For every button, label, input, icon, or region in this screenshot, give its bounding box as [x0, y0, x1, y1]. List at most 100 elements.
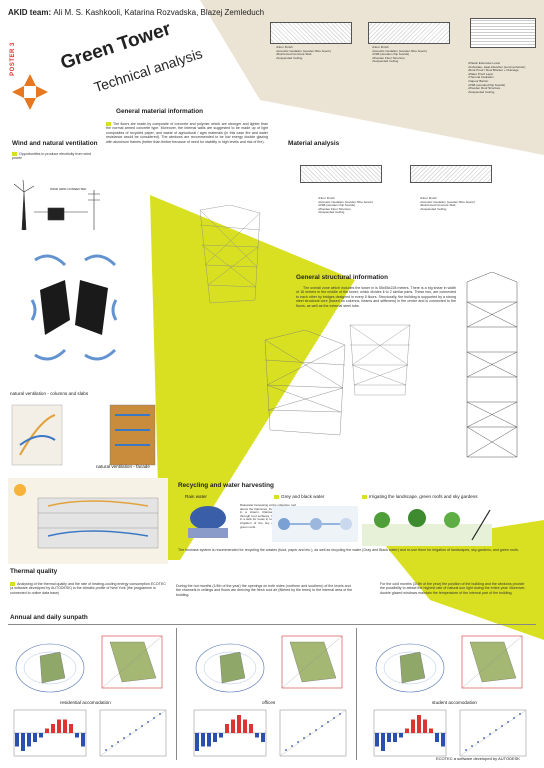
scatter-point-3-7: [501, 725, 503, 727]
detail-1-text: •Floor Finish•Acoustic insulation (woode…: [276, 45, 332, 60]
scatter-point-3-1: [465, 749, 467, 751]
plan-building-2: [289, 641, 337, 683]
team-label: AKID team:: [8, 8, 52, 17]
scatter-point-2-2: [291, 745, 293, 747]
wind-bullet: Opportunities to produce electricity fro…: [12, 152, 91, 161]
detail-2-text: •Floor Finish•Acoustic insulation (woode…: [372, 45, 428, 64]
thermal-hot-text: During the hot months (1/4th of the year…: [176, 584, 353, 597]
scatter-diagonal-1: [99, 709, 167, 757]
bar-2-12: [261, 733, 265, 742]
bar-1-9: [63, 719, 67, 733]
thermal-bullet: Analysing of the thermal quality and the…: [10, 582, 166, 595]
bar-3-2: [381, 733, 385, 751]
scatter-point-1-4: [123, 737, 125, 739]
rain-water-label: Rain water: [178, 494, 207, 499]
ventilation-columns-diagram: [11, 404, 156, 466]
yellow-wedge-lower: [385, 520, 544, 640]
scatter-diagonal-2: [279, 709, 347, 757]
bullet-icon: [362, 494, 367, 499]
bullet-icon: [178, 494, 183, 499]
scatter-point-3-10: [519, 713, 521, 715]
bar-2-9: [243, 719, 247, 733]
wind-diagram-label: WIND GRID-CONNECTED: [50, 187, 87, 191]
scatter-diagonal-3: [459, 709, 527, 757]
bar-3-1: [375, 733, 379, 747]
recycling-text: The biomass system is recommended for re…: [178, 548, 519, 552]
yellow-wedge: [150, 195, 355, 560]
irrigating-label: Irrigating the landscape, green roofs an…: [362, 494, 478, 499]
sunpath-dome-1: [15, 643, 85, 693]
ventilation-facade-label: natural ventilation - facade: [96, 464, 150, 469]
structure-title: General structural information: [296, 274, 388, 281]
sunpath-inner-1: [23, 651, 77, 685]
scatter-point-2-5: [309, 733, 311, 735]
bar-1-3: [27, 733, 31, 747]
bar-3-5: [399, 733, 403, 738]
bar-3-6: [405, 728, 409, 733]
general-material-title: General material information: [116, 108, 204, 115]
detail-drawing-1: [270, 22, 352, 44]
bullet-icon: [106, 122, 111, 127]
bar-3-3: [387, 733, 391, 742]
wind-grid-diagram: WIND GRID-CONNECTED: [13, 179, 100, 231]
bar-3-7: [411, 719, 415, 733]
scatter-point-1-9: [153, 717, 155, 719]
sunpath-divider: [8, 624, 536, 625]
sunpath-title: Annual and daily sunpath: [10, 614, 88, 621]
scatter-point-1-2: [111, 745, 113, 747]
bar-1-8: [57, 719, 61, 733]
bar-2-2: [201, 733, 205, 747]
scatter-point-1-7: [141, 725, 143, 727]
bar-2-7: [231, 719, 235, 733]
bar-3-12: [441, 733, 445, 747]
scatter-point-2-7: [321, 725, 323, 727]
detail-5-text: •Floor Finish•Acoustic insulation (woode…: [420, 196, 476, 211]
tower-half-left: [40, 280, 70, 335]
sunpath-inner-2: [203, 651, 257, 685]
ventilation-facade-diagram: [8, 478, 168, 564]
bullet-icon: [10, 582, 15, 587]
bar-2-4: [213, 733, 217, 742]
scatter-point-1-3: [117, 741, 119, 743]
scatter-point-3-8: [507, 721, 509, 723]
scatter-point-1-10: [159, 713, 161, 715]
sunpath-building-1: [39, 651, 66, 684]
bullet-icon: [274, 494, 279, 499]
bullet-icon: [296, 286, 301, 291]
rain-water-diagram: [188, 506, 228, 538]
sunpath-separator-1: [176, 628, 177, 760]
bar-2-11: [255, 733, 259, 738]
scatter-point-1-1: [105, 749, 107, 751]
bar-1-6: [45, 728, 49, 733]
detail-drawing-5: [410, 165, 492, 183]
bar-2-8: [237, 715, 241, 733]
bar-2-10: [249, 724, 253, 733]
bar-2-6: [225, 724, 229, 733]
scatter-point-2-8: [327, 721, 329, 723]
bar-3-8: [417, 715, 421, 733]
detail-3-text: •Plastic Extensive Local•Substrate- Heat…: [468, 61, 526, 94]
tower-elevation: [466, 272, 518, 458]
tower-sketch-small: [199, 205, 261, 304]
wind-title: Wind and natural ventilation: [12, 140, 98, 147]
plan-building-1: [109, 641, 157, 683]
sunpath-label-3: student accomodation: [432, 700, 477, 705]
detail-drawing-2: [368, 22, 450, 44]
bar-2-1: [195, 733, 199, 751]
sunpath-footer: ECOTEC a software developed by AUTODESK: [436, 756, 520, 761]
scatter-point-3-2: [471, 745, 473, 747]
recycling-title: Recycling and water harvesting: [178, 482, 274, 489]
scatter-point-1-6: [135, 729, 137, 731]
scatter-point-1-5: [129, 733, 131, 735]
structure-text: The overall zone which includes the towe…: [296, 286, 456, 308]
bar-3-11: [435, 733, 439, 742]
team-line: AKID team: Ali M. S. Kashkooli, Katarina…: [8, 8, 264, 17]
sunpath-building-3: [399, 651, 426, 684]
scatter-point-2-1: [285, 749, 287, 751]
tower-sketch-left: [264, 330, 346, 436]
material-analysis-title: Material analysis: [288, 140, 340, 147]
detail-drawing-3: [470, 18, 536, 48]
thermal-title: Thermal quality: [10, 568, 58, 575]
scatter-point-2-3: [297, 741, 299, 743]
scatter-point-3-3: [477, 741, 479, 743]
